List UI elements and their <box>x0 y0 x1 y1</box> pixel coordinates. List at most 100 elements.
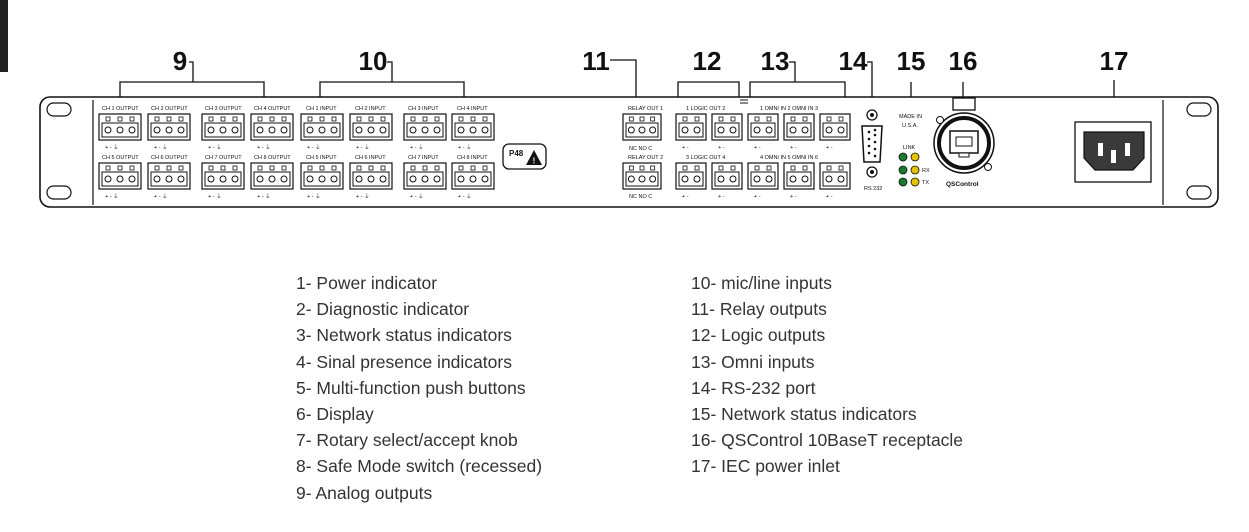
made-in-label: MADE IN <box>899 114 922 120</box>
tx-label: TX <box>922 180 929 186</box>
channel-label: CH 5 INPUT <box>306 155 337 161</box>
rx-label: RX <box>922 168 930 174</box>
link-led-icon <box>910 152 920 162</box>
relay-terminal-block[interactable] <box>622 113 662 141</box>
logic-terminal-block[interactable] <box>675 113 707 141</box>
rack-ear-hole <box>1186 185 1212 200</box>
pin-label: + - ⏚ <box>307 193 321 200</box>
pin-label: + - ⏚ <box>208 193 222 200</box>
omni-terminal-block[interactable] <box>783 113 815 141</box>
qscontrol-receptacle[interactable] <box>933 97 995 174</box>
omni-in-top-label: 1 OMNI IN 2 OMNI IN 3 <box>760 106 818 112</box>
channel-label: CH 8 INPUT <box>457 155 488 161</box>
callout-17: 17 <box>1100 46 1129 76</box>
tx-led-icon <box>898 177 908 187</box>
relay-terminal-block[interactable] <box>622 162 662 190</box>
pin-label: + - ⏚ <box>307 144 321 151</box>
callout-9: 9 <box>173 46 187 76</box>
audio-terminal-block[interactable] <box>201 162 245 190</box>
audio-terminal-block[interactable] <box>349 113 393 141</box>
legend-item: 17- IEC power inlet <box>691 456 840 477</box>
pin-label: + - <box>790 194 797 200</box>
legend-item: 12- Logic outputs <box>691 325 826 346</box>
qscontrol-label: QSControl <box>946 181 979 188</box>
channel-label: CH 2 INPUT <box>355 106 386 112</box>
iec-power-inlet[interactable] <box>1074 121 1152 183</box>
pin-label: + - <box>754 194 761 200</box>
callout-12: 12 <box>693 46 722 76</box>
channel-label: CH 1 INPUT <box>306 106 337 112</box>
audio-terminal-block[interactable] <box>98 162 142 190</box>
channel-label: CH 4 INPUT <box>457 106 488 112</box>
pin-label: + - <box>790 145 797 151</box>
audio-terminal-block[interactable] <box>349 162 393 190</box>
legend-item: 11- Relay outputs <box>691 299 827 320</box>
audio-terminal-block[interactable] <box>300 113 344 141</box>
usa-label: U.S.A. <box>902 123 918 129</box>
logic-out-top-label: 1 LOGIC OUT 2 <box>686 106 725 112</box>
pin-label: + - ⏚ <box>410 193 424 200</box>
logic-terminal-block[interactable] <box>675 162 707 190</box>
pin-label: + - ⏚ <box>410 144 424 151</box>
audio-terminal-block[interactable] <box>250 113 294 141</box>
logic-terminal-block[interactable] <box>711 113 743 141</box>
relay-out-1-label: RELAY OUT 1 <box>628 106 663 112</box>
relay-out-2-label: RELAY OUT 2 <box>628 155 663 161</box>
channel-label: CH 6 OUTPUT <box>151 155 188 161</box>
rs232-port[interactable] <box>861 109 883 178</box>
pin-label: + - <box>718 145 725 151</box>
legend-left-column: 1- Power indicator 2- Diagnostic indicat… <box>296 270 542 506</box>
omni-terminal-block[interactable] <box>747 162 779 190</box>
pin-label: + - ⏚ <box>154 144 168 151</box>
legend-item: 8- Safe Mode switch (recessed) <box>296 456 543 477</box>
legend-item: 9- Analog outputs <box>296 482 433 503</box>
audio-terminal-block[interactable] <box>98 113 142 141</box>
omni-terminal-block[interactable] <box>783 162 815 190</box>
logic-terminal-block[interactable] <box>711 162 743 190</box>
link-led-icon <box>898 152 908 162</box>
legend-item: 3- Network status indicators <box>296 325 512 346</box>
pin-label: + - ⏚ <box>257 144 271 151</box>
audio-terminal-block[interactable] <box>451 113 495 141</box>
legend-item: 1- Power indicator <box>296 273 438 293</box>
pin-label: + - ⏚ <box>105 193 119 200</box>
legend-item: 7- Rotary select/accept knob <box>296 430 518 451</box>
audio-terminal-block[interactable] <box>147 162 191 190</box>
callout-14: 14 <box>839 46 868 76</box>
audio-terminal-block[interactable] <box>250 162 294 190</box>
audio-terminal-block[interactable] <box>147 113 191 141</box>
pin-label: + - ⏚ <box>257 193 271 200</box>
audio-terminal-block[interactable] <box>403 113 447 141</box>
terminal-blocks: + - ⏚ + - ⏚ + - ⏚ + - ⏚ + - ⏚ + - ⏚ + - ⏚ + - ⏚… <box>98 113 851 200</box>
channel-label: CH 2 OUTPUT <box>151 106 188 112</box>
callout-15: 15 <box>897 46 926 76</box>
relay-pins-label: NC NO C <box>629 194 652 200</box>
link-label: LINK <box>903 145 916 151</box>
logic-out-bottom-label: 3 LOGIC OUT 4 <box>686 155 725 161</box>
relay-pins-label: NC NO C <box>629 146 652 152</box>
audio-terminal-block[interactable] <box>451 162 495 190</box>
svg-text:!: ! <box>533 157 536 166</box>
channel-label: CH 3 INPUT <box>408 106 439 112</box>
rx-led-icon <box>910 165 920 175</box>
audio-terminal-block[interactable] <box>201 113 245 141</box>
leader-lines <box>119 59 1115 122</box>
network-status-leds <box>898 152 920 187</box>
audio-terminal-block[interactable] <box>300 162 344 190</box>
omni-terminal-block[interactable] <box>819 113 851 141</box>
channel-label: CH 7 OUTPUT <box>205 155 242 161</box>
legend-item: 13- Omni inputs <box>691 351 815 372</box>
omni-terminal-block[interactable] <box>819 162 851 190</box>
legend-item: 4- Sinal presence indicators <box>296 351 512 372</box>
rack-ear-hole <box>46 185 72 200</box>
channel-label: CH 1 OUTPUT <box>102 106 139 112</box>
legend-item: 15- Network status indicators <box>691 404 917 425</box>
pin-label: + - <box>682 194 689 200</box>
callout-11: 11 <box>582 46 610 76</box>
channel-label: CH 6 INPUT <box>355 155 386 161</box>
omni-terminal-block[interactable] <box>747 113 779 141</box>
audio-terminal-block[interactable] <box>403 162 447 190</box>
pin-label: + - <box>682 145 689 151</box>
p48-warning-badge: P48 ! <box>502 143 547 170</box>
